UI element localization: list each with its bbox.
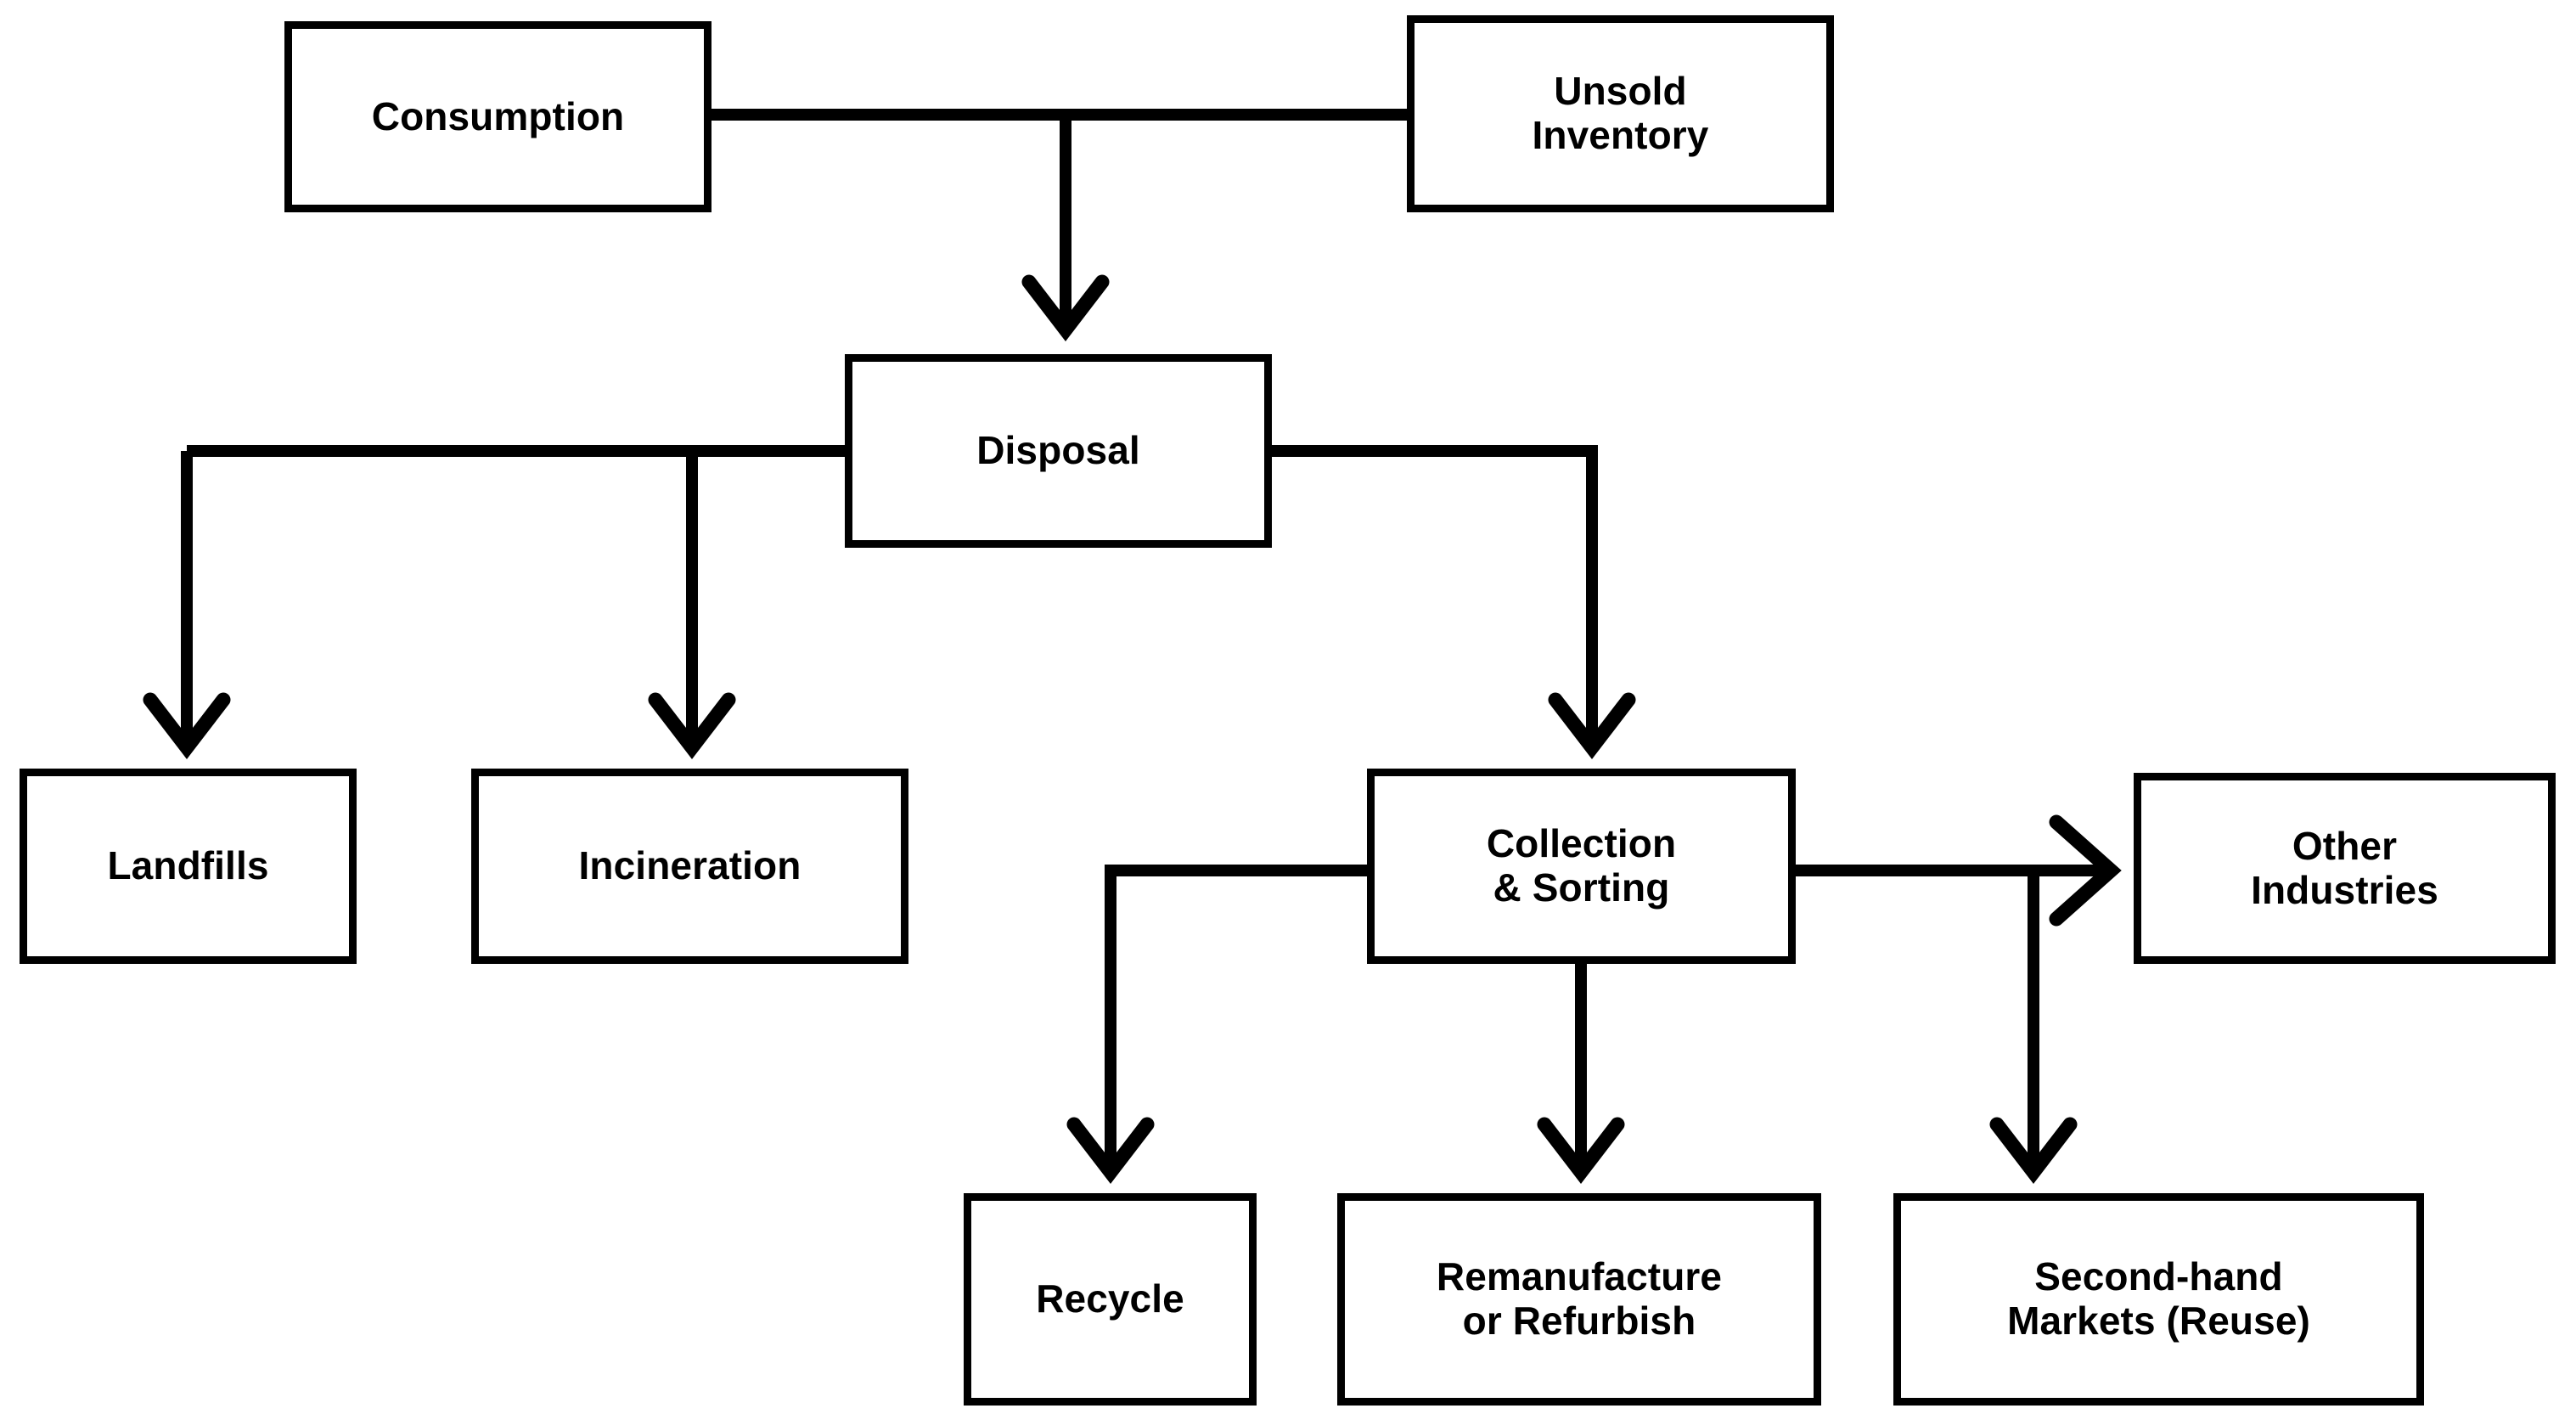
node-recycle-label: Recycle [1036, 1276, 1184, 1321]
node-landfills-label: Landfills [107, 843, 269, 888]
node-remanufacture-label: Remanufacture or Refurbish [1436, 1254, 1723, 1343]
arrowhead-landfills-down-icon [143, 692, 231, 759]
node-incineration[interactable]: Incineration [471, 769, 908, 964]
node-collection-sorting[interactable]: Collection & Sorting [1367, 769, 1796, 964]
edge-disposal-to-collection [1272, 445, 1598, 741]
node-other-industries-label: Other Industries [2251, 823, 2438, 912]
arrowhead-secondhand-down-icon [1989, 1117, 2078, 1184]
arrowhead-other-industries-right-icon [2049, 814, 2122, 927]
node-other-industries[interactable]: Other Industries [2134, 773, 2556, 964]
arrowhead-remanufacture-down-icon [1537, 1117, 1625, 1184]
arrowhead-incineration-down-icon [648, 692, 736, 759]
node-incineration-label: Incineration [578, 843, 801, 888]
node-collection-sorting-label: Collection & Sorting [1486, 821, 1677, 910]
arrowhead-recycle-down-icon [1066, 1117, 1155, 1184]
node-disposal-label: Disposal [976, 428, 1140, 473]
node-recycle[interactable]: Recycle [964, 1193, 1257, 1406]
node-disposal[interactable]: Disposal [845, 354, 1272, 548]
node-second-hand-markets-label: Second-hand Markets (Reuse) [2007, 1254, 2310, 1343]
edge-collection-to-recycle [1105, 865, 1367, 1165]
node-second-hand-markets[interactable]: Second-hand Markets (Reuse) [1893, 1193, 2424, 1406]
node-consumption-label: Consumption [371, 93, 625, 138]
node-remanufacture[interactable]: Remanufacture or Refurbish [1337, 1193, 1821, 1406]
node-unsold-inventory-label: Unsold Inventory [1532, 69, 1709, 157]
arrowhead-disposal-down-icon [1021, 274, 1110, 341]
node-unsold-inventory[interactable]: Unsold Inventory [1407, 15, 1834, 212]
node-landfills[interactable]: Landfills [20, 769, 357, 964]
arrowhead-collection-down-icon [1548, 692, 1636, 759]
node-consumption[interactable]: Consumption [284, 21, 711, 212]
